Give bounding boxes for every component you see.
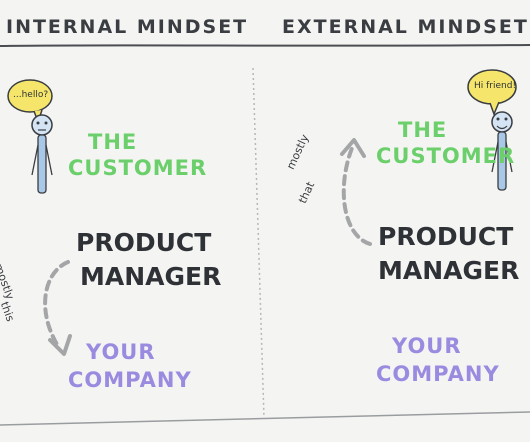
left-pm-line2: MANAGER: [80, 262, 222, 291]
right-customer-line1: THE: [398, 118, 448, 142]
left-bubble-text: ...hello?: [13, 90, 49, 100]
left-customer-line2: CUSTOMER: [68, 156, 208, 180]
right-heading: EXTERNAL MINDSET: [282, 16, 529, 38]
right-pm-line1: PRODUCT: [378, 222, 514, 251]
right-pm-line2: MANAGER: [378, 256, 520, 285]
left-heading: INTERNAL MINDSET: [6, 16, 249, 38]
left-company-line2: COMPANY: [68, 368, 192, 392]
right-company-line2: COMPANY: [376, 362, 500, 386]
right-bubble-text: Hi friend!: [474, 81, 517, 91]
left-company-line1: YOUR: [86, 340, 156, 364]
right-company-line1: YOUR: [392, 334, 462, 358]
left-pm-line1: PRODUCT: [76, 228, 212, 257]
left-customer-line1: THE: [88, 130, 138, 154]
right-customer-line2: CUSTOMER: [376, 144, 516, 168]
